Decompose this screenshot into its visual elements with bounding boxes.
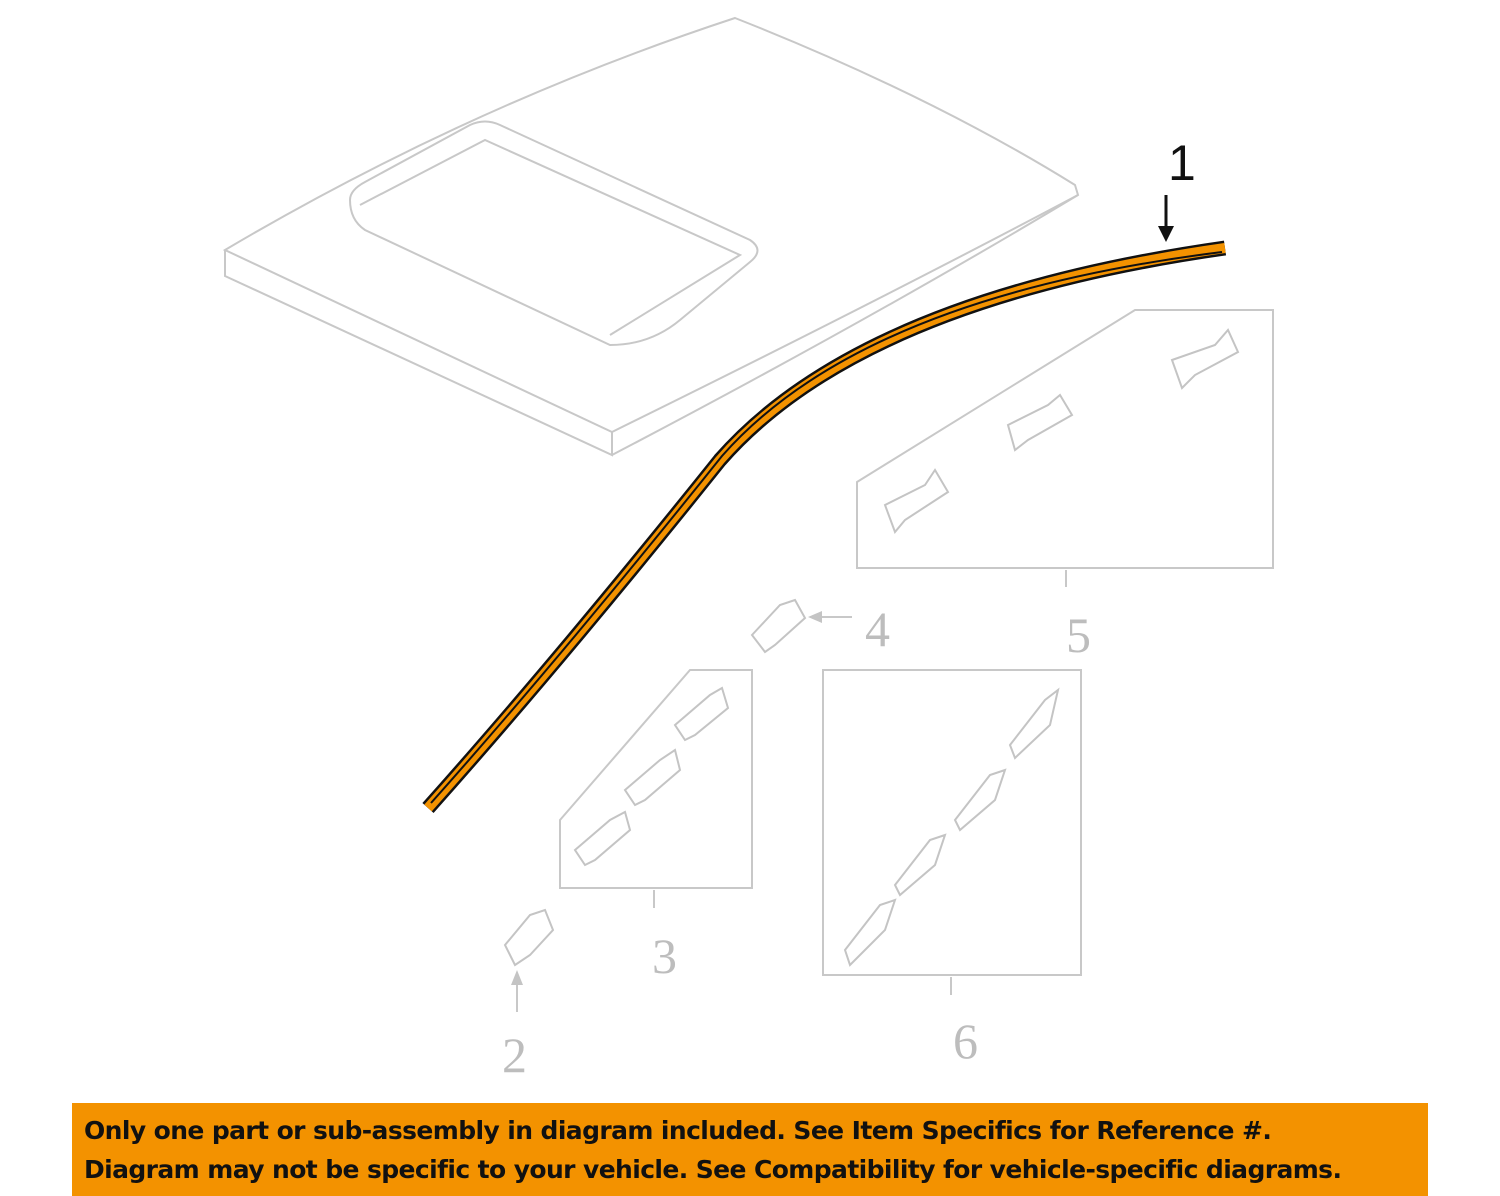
disclaimer-line-2: Diagram may not be specific to your vehi…	[84, 1154, 1342, 1184]
svg-text:4: 4	[865, 601, 890, 657]
part-2-clip: 2	[502, 908, 555, 1083]
disclaimer-line-1: Only one part or sub-assembly in diagram…	[84, 1115, 1272, 1145]
part-3-kit: 3	[559, 669, 753, 984]
part-5-kit: 5	[856, 309, 1274, 663]
svg-text:2: 2	[502, 1027, 527, 1083]
svg-text:5: 5	[1066, 607, 1091, 663]
roof-panel	[222, 16, 1080, 457]
disclaimer-banner: Only one part or sub-assembly in diagram…	[72, 1103, 1428, 1196]
callout-1: 1	[1158, 135, 1196, 242]
svg-text:6: 6	[953, 1013, 978, 1069]
svg-text:3: 3	[652, 928, 677, 984]
roof-molding-part-1[interactable]	[422, 240, 1227, 813]
svg-text:1: 1	[1168, 135, 1196, 191]
part-4-clip: 4	[750, 598, 890, 657]
part-6-kit: 6	[822, 669, 1082, 1069]
